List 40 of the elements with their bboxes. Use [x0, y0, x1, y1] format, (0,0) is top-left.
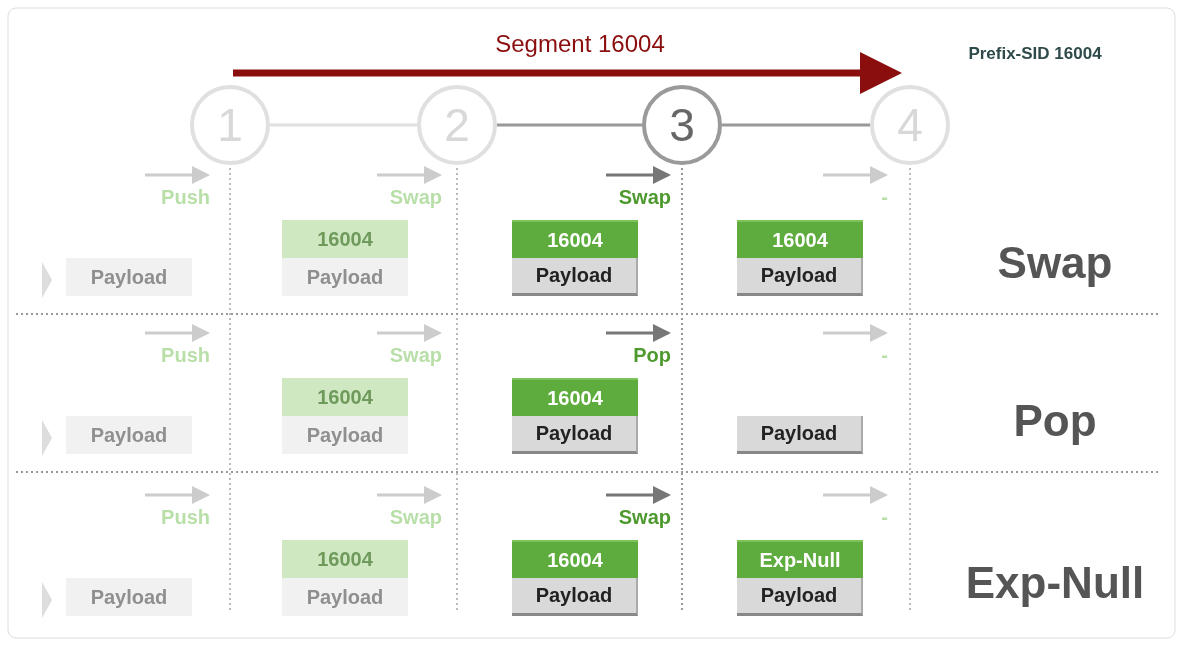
- row-title: Exp-Null: [964, 558, 1146, 608]
- row-title: Pop: [1012, 396, 1098, 446]
- label-box: 16004: [512, 220, 638, 258]
- payload-box: Payload: [66, 258, 192, 296]
- label-box: 16004: [512, 378, 638, 416]
- label-box: 16004: [512, 540, 638, 578]
- operation-label: -: [880, 506, 888, 529]
- operation-label: Swap: [617, 186, 671, 209]
- operation-label: Swap: [388, 506, 442, 529]
- operation-label: -: [880, 186, 888, 209]
- payload-box: Payload: [512, 416, 638, 454]
- payload-box: Payload: [737, 416, 863, 454]
- link-line: [722, 123, 870, 127]
- operation-label: -: [880, 344, 888, 367]
- operation-label: Swap: [388, 186, 442, 209]
- label-box: 16004: [737, 220, 863, 258]
- payload-box: Payload: [512, 258, 638, 296]
- label-box: 16004: [282, 220, 408, 258]
- operation-label: Pop: [632, 344, 671, 367]
- row-title: Swap: [996, 238, 1114, 288]
- operation-label: Push: [160, 506, 210, 529]
- payload-box: Payload: [66, 578, 192, 616]
- payload-box: Payload: [282, 258, 408, 296]
- label-box: Exp-Null: [737, 540, 863, 578]
- label-box: 16004: [282, 540, 408, 578]
- arrow-label: Segment 16004: [494, 30, 666, 58]
- payload-box: Payload: [66, 416, 192, 454]
- payload-box: Payload: [737, 258, 863, 296]
- operation-label: Swap: [388, 344, 442, 367]
- operation-label: Push: [160, 344, 210, 367]
- payload-box: Payload: [282, 578, 408, 616]
- label-box: 16004: [282, 378, 408, 416]
- prefix-sid-label: Prefix-SID 16004: [967, 44, 1103, 64]
- payload-box: Payload: [512, 578, 638, 616]
- operation-label: Swap: [617, 506, 671, 529]
- node-circle: 3: [642, 85, 722, 165]
- payload-box: Payload: [737, 578, 863, 616]
- payload-box: Payload: [282, 416, 408, 454]
- link-line: [497, 123, 642, 127]
- operation-label: Push: [160, 186, 210, 209]
